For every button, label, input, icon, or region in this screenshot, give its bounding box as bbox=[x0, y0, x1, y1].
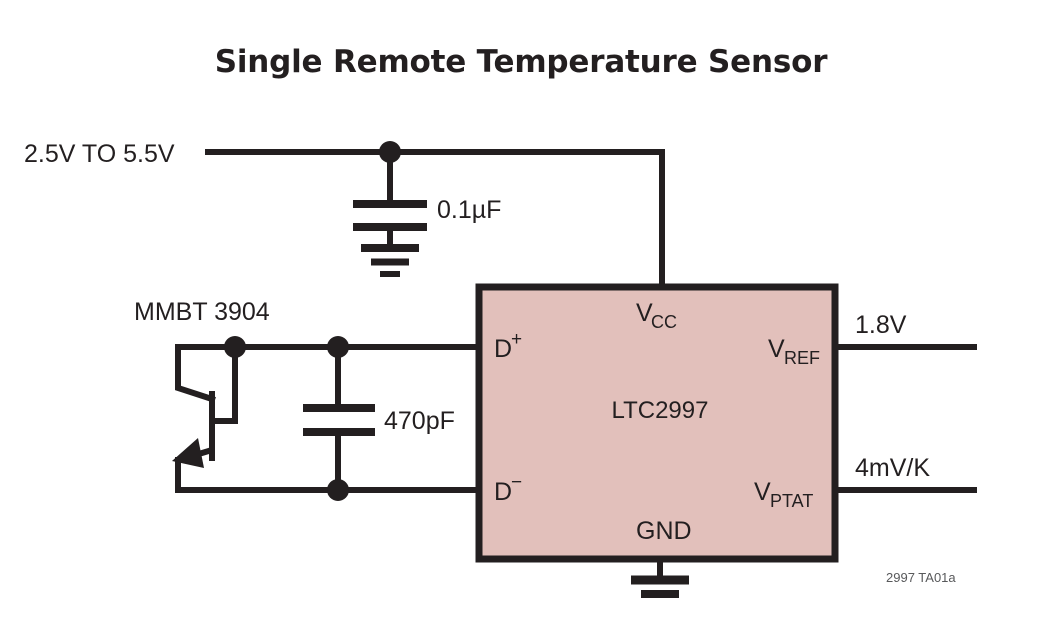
supply-rail-wire bbox=[205, 149, 665, 287]
bypass-cap-label: 0.1µF bbox=[437, 196, 501, 224]
figure-caption: 2997 TA01a bbox=[886, 570, 956, 585]
supply-voltage-label: 2.5V TO 5.5V bbox=[24, 140, 175, 168]
transistor-collector-junction-dot bbox=[224, 336, 246, 358]
pin-vcc-sub: CC bbox=[651, 312, 677, 332]
ic-part-number: LTC2997 bbox=[612, 397, 709, 424]
pin-vref-base: V bbox=[768, 335, 785, 363]
pin-dminus-sup: − bbox=[511, 472, 522, 493]
pin-vptat-sub: PTAT bbox=[770, 491, 813, 511]
transistor-base-lead bbox=[175, 347, 216, 403]
pin-vref-sub: REF bbox=[784, 348, 820, 368]
vptat-output-label: 4mV/K bbox=[855, 454, 930, 482]
pin-label-gnd: GND bbox=[636, 517, 692, 545]
pin-label-vcc: V CC bbox=[636, 299, 677, 332]
pin-label-vptat: V PTAT bbox=[754, 478, 813, 511]
transistor-collector-lead bbox=[212, 347, 238, 424]
figure-title: Single Remote Temperature Sensor bbox=[215, 44, 829, 80]
pin-dplus-base: D bbox=[494, 335, 512, 363]
transistor-label: MMBT 3904 bbox=[134, 298, 270, 326]
vref-output-label: 1.8V bbox=[855, 311, 907, 339]
pin-vptat-base: V bbox=[754, 478, 771, 506]
ltc2997-ic-body bbox=[475, 283, 839, 563]
pin-dminus-base: D bbox=[494, 478, 512, 506]
pin-dplus-sup: + bbox=[511, 329, 522, 350]
pin-label-dplus: D + bbox=[494, 329, 522, 363]
pin-vcc-base: V bbox=[636, 299, 653, 327]
filter-cap-label: 470pF bbox=[384, 407, 455, 435]
pin-label-vref: V REF bbox=[768, 335, 820, 368]
pin-label-dminus: D − bbox=[494, 472, 522, 506]
